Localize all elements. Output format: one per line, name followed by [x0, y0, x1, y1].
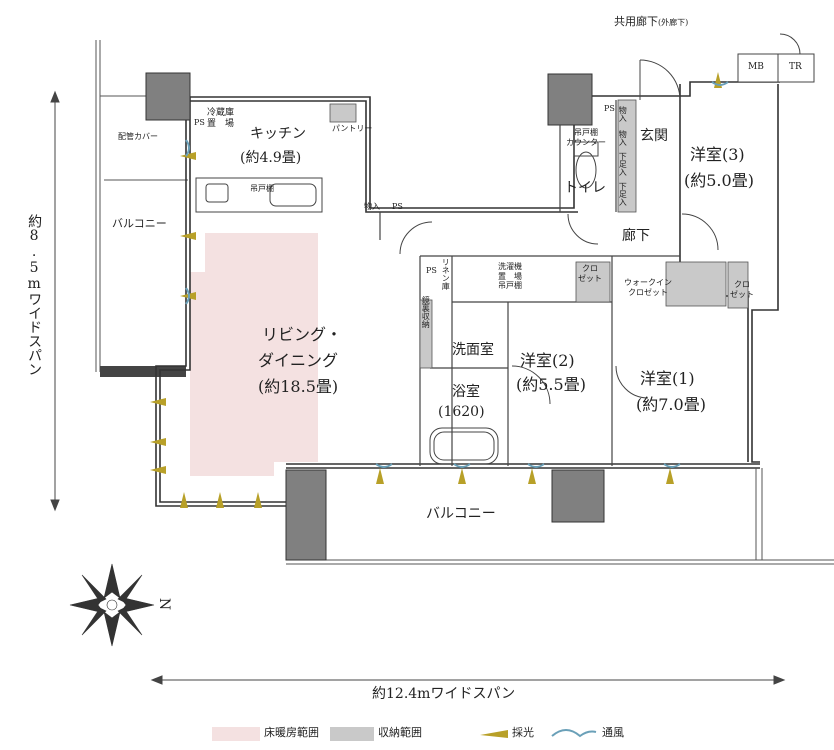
ventilation-markers [185, 81, 729, 468]
compass-north-label: N [156, 597, 173, 611]
kitchen-hanging-cabinet: 吊戸棚 [250, 184, 274, 193]
light-markers [150, 72, 722, 508]
legend-ventilation: 通風 [602, 726, 624, 739]
legend-light-swatch [480, 730, 508, 738]
corridor-label: 共用廊下(外廊下) [614, 15, 689, 28]
tr-label: TR [789, 62, 802, 72]
bath-fixtures [429, 141, 599, 465]
closet1-label: クロゼット [730, 280, 754, 299]
ldk-size: (約18.5畳) [258, 377, 339, 396]
legend-floor-heating: 床暖房範囲 [264, 726, 319, 739]
room1-label: 洋室(1) [640, 369, 695, 388]
ps-hall: PS [392, 202, 403, 211]
room1-size: (約7.0畳) [636, 395, 706, 414]
washroom-label: 洗面室 [452, 342, 494, 358]
shoe-v1: 下足入 [618, 152, 628, 176]
legend-storage-swatch [330, 727, 374, 741]
room3-label: 洋室(3) [690, 145, 745, 164]
south-balcony-label: バルコニー [426, 506, 496, 522]
room2-label: 洋室(2) [520, 351, 575, 370]
legend-floor-heating-swatch [212, 727, 260, 741]
ps-kitchen: PS [194, 118, 205, 127]
legend-storage: 収納範囲 [378, 726, 422, 739]
legend-light: 採光 [512, 726, 534, 739]
bath-size: (1620) [438, 404, 485, 420]
washer-label: 洗濯機置 場吊戸棚 [498, 262, 522, 291]
pipe-cover-label: 配管カバー [118, 132, 158, 141]
ps-toilet: PS [604, 104, 615, 113]
room3-size: (約5.0畳) [684, 171, 754, 190]
kitchen-label: キッチン [250, 126, 306, 142]
legend-vent-swatch [551, 729, 597, 738]
floor-heating-area [190, 233, 318, 476]
height-span-label: 約8.5mワイドスパン [26, 214, 43, 376]
room2-size: (約5.5畳) [516, 375, 586, 394]
bath-label: 浴室 [452, 384, 480, 400]
pantry-label: パントリー [332, 124, 373, 133]
storage-areas [329, 99, 749, 369]
dining-label: ダイニング [258, 351, 339, 370]
living-label: リビング・ [262, 325, 343, 344]
kitchen-counter [195, 177, 323, 213]
corridor-sub: (外廊下) [658, 18, 689, 27]
width-span-label: 約12.4mワイドスパン [372, 686, 516, 702]
toilet-label: トイレ [564, 180, 606, 196]
shoe-v2: 下足入 [618, 182, 628, 206]
ps-wash: PS [426, 266, 437, 275]
entrance-label: 玄関 [640, 128, 668, 144]
doors [399, 33, 801, 405]
columns [145, 72, 605, 561]
toilet-cabinet: 吊戸棚カウンター [566, 128, 606, 147]
utility-boxes [737, 53, 815, 83]
linen-label: リネン庫 [441, 258, 451, 290]
fridge-label: 冷蔵庫置 場 [207, 108, 235, 129]
storage-v2: 物入 [618, 130, 628, 146]
south-balcony [286, 468, 834, 565]
storage-v1: 物入 [618, 106, 628, 122]
west-balcony-label: バルコニー [112, 217, 167, 230]
balcony-rail-base [100, 366, 186, 377]
closet2-label: クロゼット [578, 264, 602, 283]
dimension-lines [50, 90, 786, 685]
mb-label: MB [748, 62, 764, 72]
compass-rose [69, 563, 155, 647]
kitchen-size: (約4.9畳) [240, 150, 302, 166]
storage-label: 物入 [364, 202, 380, 211]
mirror-storage: 鏡裏収納 [421, 296, 431, 328]
hall-label: 廊下 [622, 228, 650, 244]
wic-label: ウォークインクロゼット [624, 278, 672, 298]
